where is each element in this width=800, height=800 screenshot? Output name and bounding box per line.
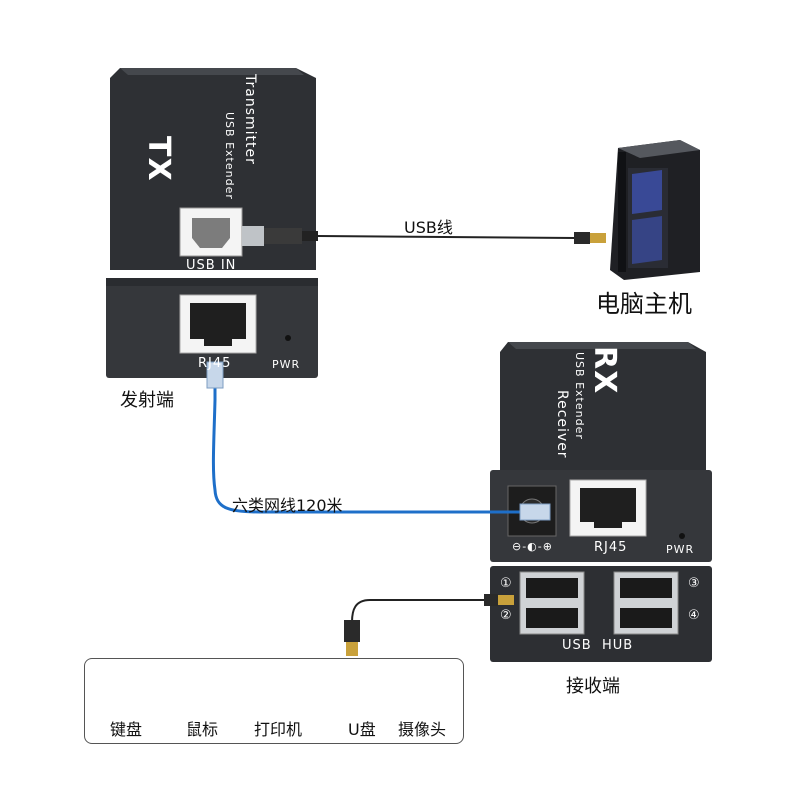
device-label-camera: 摄像头 — [398, 720, 447, 739]
usb-plug-device — [344, 620, 360, 656]
device-label-keyboard: 键盘 — [110, 720, 143, 739]
rx-mark: RX — [587, 346, 622, 395]
tx-line2: Transmitter — [242, 74, 258, 165]
rx-line1: USB Extender — [573, 352, 586, 440]
usb-cable-hub — [351, 599, 490, 650]
rx-port-2: ② — [500, 608, 513, 623]
tx-usb-in-label: USB IN — [186, 258, 237, 273]
usb-plug-hub — [484, 594, 514, 606]
devices-panel — [84, 658, 464, 744]
usb-cable-tx-pc — [317, 235, 576, 239]
rx-port-1: ① — [500, 576, 513, 591]
device-label-mouse: 鼠标 — [186, 720, 219, 739]
rj45-plug-tx — [206, 361, 224, 389]
network-cable-label: 六类网线120米 — [232, 496, 343, 515]
tx-line1: USB Extender — [223, 112, 236, 200]
device-label-printer: 打印机 — [254, 720, 303, 739]
network-cable — [211, 382, 520, 514]
rj45-plug-rx — [519, 503, 551, 521]
rx-role-label: 接收端 — [566, 676, 620, 697]
rx-pwr-label: PWR — [666, 543, 695, 556]
pc-tower — [610, 140, 700, 280]
usb-cable-label: USB线 — [404, 218, 453, 237]
transmitter-unit — [106, 68, 318, 378]
rx-hub-label: USB HUB — [562, 638, 634, 653]
device-label-usb-stick: U盘 — [348, 720, 376, 739]
rx-port-4: ④ — [688, 608, 701, 623]
receiver-unit — [490, 342, 712, 662]
computer-label: 电脑主机 — [596, 290, 692, 318]
rx-rj45-label: RJ45 — [594, 540, 628, 555]
tx-role-label: 发射端 — [120, 390, 174, 411]
usb-plug-pc — [574, 232, 606, 244]
tx-pwr-label: PWR — [272, 358, 301, 371]
rx-port-3: ③ — [688, 576, 701, 591]
rx-line2: Receiver — [554, 390, 570, 459]
tx-mark: TX — [141, 136, 176, 182]
tx-rj45-label: RJ45 — [198, 356, 232, 371]
rx-dc-symbol: ⊖-◐-⊕ — [512, 540, 553, 553]
